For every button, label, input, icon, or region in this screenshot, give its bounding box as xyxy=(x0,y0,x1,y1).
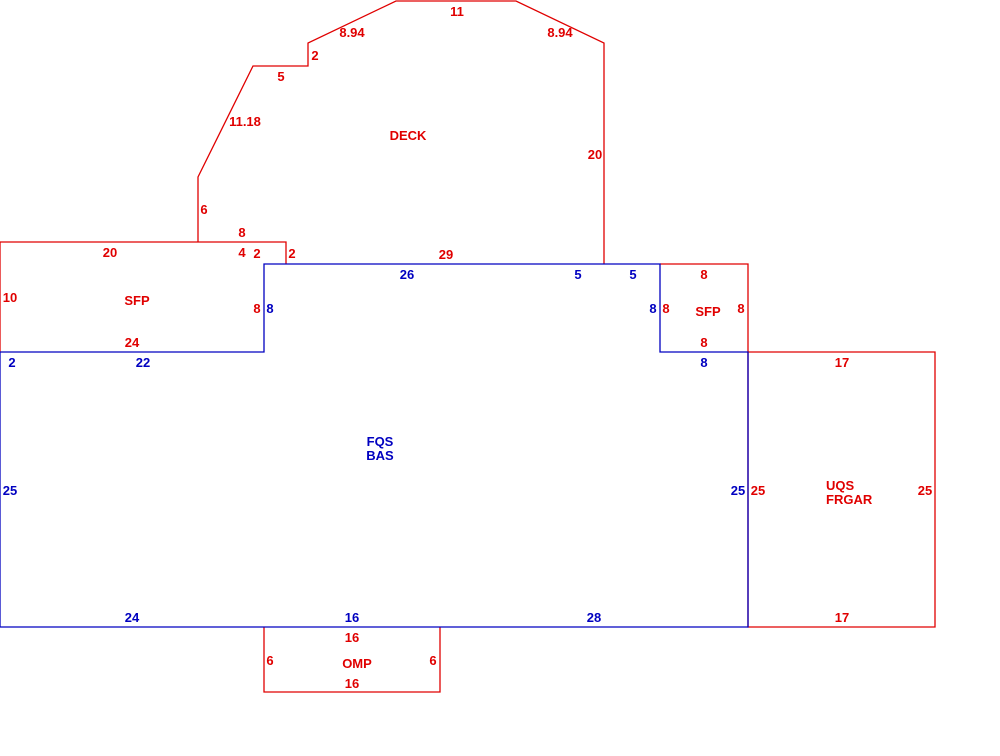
sfp-right-label: SFP xyxy=(695,304,721,319)
dim-sfp-left-top: 20 xyxy=(103,245,117,260)
main-label-line2: BAS xyxy=(366,448,394,463)
dim-main-inner-left: 8 xyxy=(266,301,273,316)
dim-porch-top: 16 xyxy=(345,630,359,645)
dim-deck-right-side: 20 xyxy=(588,147,602,162)
dim-deck-bottom-4: 4 xyxy=(238,245,246,260)
garage-label-line1: UQS xyxy=(826,478,855,493)
dim-deck-bottom-2b: 2 xyxy=(288,246,295,261)
deck-label: DECK xyxy=(390,128,427,143)
dim-sfp-right-top: 8 xyxy=(700,267,707,282)
dim-sfp-left-right: 8 xyxy=(253,301,260,316)
dim-sfp-right-bottom: 8 xyxy=(700,335,707,350)
dim-garage-bottom: 17 xyxy=(835,610,849,625)
main-house-outline xyxy=(0,263,749,628)
dim-porch-right: 6 xyxy=(429,653,436,668)
dim-deck-upper-left-diag: 8.94 xyxy=(339,25,365,40)
dim-main-inner-right: 8 xyxy=(649,301,656,316)
dim-porch-bottom: 16 xyxy=(345,676,359,691)
porch-outline xyxy=(263,627,441,693)
dim-deck-bottom-29: 29 xyxy=(439,247,453,262)
dim-main-right: 25 xyxy=(731,483,745,498)
dim-deck-left-diag: 11.18 xyxy=(229,114,261,129)
dim-deck-bottom-8: 8 xyxy=(238,225,245,240)
sfp-right-outline xyxy=(660,263,749,352)
dim-main-notch-bottom: 8 xyxy=(700,355,707,370)
dim-deck-upper-right-diag: 8.94 xyxy=(547,25,573,40)
main-label-line1: FQS xyxy=(367,434,394,449)
dim-main-top-right-5a: 5 xyxy=(574,267,581,282)
garage-label-line2: FRGAR xyxy=(826,492,873,507)
dim-main-left-top: 2 xyxy=(8,355,15,370)
sfp-left-label: SFP xyxy=(124,293,150,308)
dim-deck-bottom-2a: 2 xyxy=(253,246,260,261)
dim-main-bottom-16: 16 xyxy=(345,610,359,625)
dim-sfp-right-left: 8 xyxy=(662,301,669,316)
dim-garage-top: 17 xyxy=(835,355,849,370)
dim-deck-left-step-2: 2 xyxy=(311,48,318,63)
deck-outline xyxy=(197,0,605,264)
dim-main-top: 26 xyxy=(400,267,414,282)
dim-sfp-right-right: 8 xyxy=(737,301,744,316)
dim-deck-left-step-5: 5 xyxy=(277,69,284,84)
dim-porch-left: 6 xyxy=(266,653,273,668)
dim-main-bottom-28: 28 xyxy=(587,610,601,625)
dim-sfp-left-bottom: 24 xyxy=(125,335,140,350)
porch-label: OMP xyxy=(342,656,372,671)
dim-main-left: 25 xyxy=(3,483,17,498)
dim-garage-left: 25 xyxy=(751,483,765,498)
dim-sfp-left-left: 10 xyxy=(3,290,17,305)
dim-garage-right: 25 xyxy=(918,483,932,498)
dim-main-top-right-5b: 5 xyxy=(629,267,636,282)
dim-main-bottom-24: 24 xyxy=(125,610,140,625)
deck-step-outline xyxy=(0,241,287,264)
dim-deck-left-side: 6 xyxy=(200,202,207,217)
dim-deck-top: 11 xyxy=(450,4,464,19)
dim-main-top-left: 22 xyxy=(136,355,150,370)
